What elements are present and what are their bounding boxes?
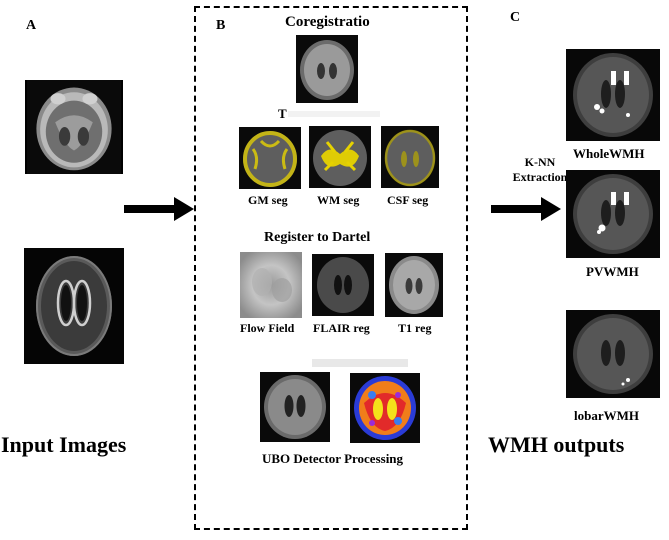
- segmentation-title-partial: T: [278, 106, 287, 121]
- flow-field-image: [240, 252, 302, 318]
- flair-reg-label: FLAIR reg: [313, 321, 370, 335]
- knn-extraction-label: K-NN Extraction: [510, 155, 570, 185]
- csf-seg-label: CSF seg: [387, 193, 429, 207]
- normalized-flair-image: [260, 372, 330, 442]
- knn-label-line2: Extraction: [512, 170, 568, 184]
- t1-reg-label: T1 reg: [398, 321, 432, 335]
- panel-c-letter: C: [510, 10, 521, 25]
- lobar-wmh-label: lobarWMH: [574, 408, 639, 423]
- pv-wmh-image: [566, 170, 660, 258]
- ubo-heatmap-image: [350, 373, 420, 443]
- t1-reg-image: [385, 253, 443, 317]
- arrow-a-to-b: [124, 197, 194, 221]
- normalization-title-obscured: [312, 359, 408, 367]
- partial-label-t1: [46, 195, 116, 201]
- wm-seg-label: WM seg: [317, 193, 360, 207]
- wm-seg-image: [309, 126, 371, 188]
- register-to-dartel-title: Register to Dartel: [264, 230, 371, 245]
- coregistration-title: Coregistratio: [285, 14, 370, 30]
- input-images-title: Input Images: [1, 432, 127, 457]
- wmh-outputs-title: WMH outputs: [488, 432, 625, 457]
- whole-wmh-label: WholeWMH: [573, 146, 645, 161]
- processing-panel-border: [194, 6, 468, 530]
- gm-seg-label: GM seg: [248, 193, 288, 207]
- partial-label-flair: [30, 374, 90, 379]
- pv-wmh-label: PVWMH: [586, 264, 639, 279]
- coregistered-image: [296, 35, 358, 103]
- t1-input-image: [25, 80, 123, 174]
- whole-wmh-image: [566, 49, 660, 141]
- lobar-wmh-image: [566, 310, 660, 398]
- flow-field-label: Flow Field: [240, 321, 295, 335]
- panel-a-letter: A: [26, 18, 37, 33]
- segmentation-title-obscured: [288, 111, 380, 117]
- arrow-b-to-c: [491, 197, 561, 221]
- gm-seg-image: [239, 127, 301, 189]
- panel-b-letter: B: [216, 18, 226, 33]
- flair-reg-image: [312, 254, 374, 316]
- flair-input-image: [24, 248, 124, 364]
- csf-seg-image: [381, 126, 439, 188]
- knn-label-line1: K-NN: [524, 155, 556, 169]
- ubo-detector-processing-label: UBO Detector Processing: [262, 451, 404, 466]
